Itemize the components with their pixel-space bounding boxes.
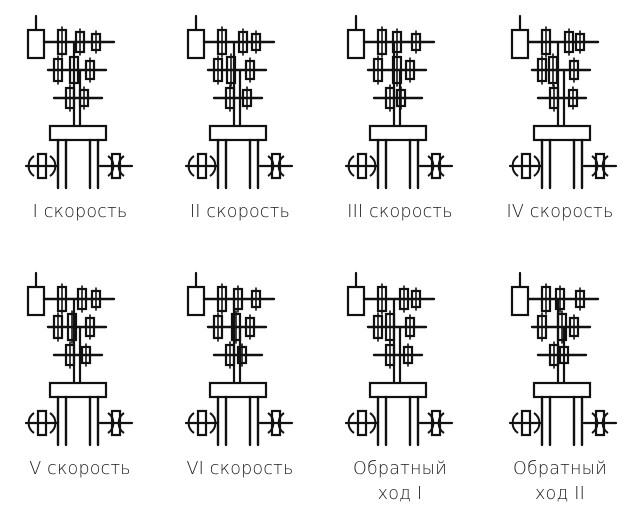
rotation-arrow xyxy=(49,412,57,434)
rotation-arrow xyxy=(117,412,125,434)
wheel-hub xyxy=(36,409,48,437)
wheel-hub xyxy=(270,409,282,437)
rotation-arrow xyxy=(591,155,599,177)
rotation-arrow xyxy=(107,412,115,434)
diagram-caption: Обратный ход I xyxy=(353,459,447,504)
wheel-hub xyxy=(110,409,122,437)
input-box xyxy=(510,28,530,60)
diagram-caption: Обратный ход II xyxy=(513,459,607,504)
rotation-arrow xyxy=(27,155,35,177)
diagram-speed-3: III скорость xyxy=(320,0,480,245)
wheel-hub xyxy=(196,152,208,180)
axle-housing xyxy=(368,124,428,142)
rotation-arrow xyxy=(209,412,217,434)
wheel-hub xyxy=(594,409,606,437)
rotation-arrow xyxy=(437,155,445,177)
rotation-arrow xyxy=(267,155,275,177)
diagram-speed-5: V скорость xyxy=(0,245,160,510)
input-box xyxy=(346,285,366,317)
wheel-hub xyxy=(430,152,442,180)
rotation-arrow xyxy=(511,412,519,434)
input-box xyxy=(346,28,366,60)
rotation-arrow xyxy=(267,412,275,434)
rotation-arrow xyxy=(601,155,609,177)
rotation-arrow xyxy=(187,412,195,434)
diagram-speed-4: IV скорость xyxy=(480,0,640,245)
wheel-hub xyxy=(594,152,606,180)
rotation-arrow xyxy=(369,155,377,177)
diagram-speed-1: I скорость xyxy=(0,0,160,245)
wheel-hub xyxy=(520,152,532,180)
wheel-hub xyxy=(196,409,208,437)
diagram-caption: VI скорость xyxy=(186,459,294,479)
rotation-arrow xyxy=(117,155,125,177)
rotation-arrow xyxy=(209,155,217,177)
diagram-caption: I скорость xyxy=(32,202,128,222)
wheel-hub xyxy=(36,152,48,180)
rotation-arrow xyxy=(277,155,285,177)
wheel-hub xyxy=(356,152,368,180)
gearbox-scheme-image xyxy=(344,271,454,447)
input-box xyxy=(186,285,206,317)
rotation-arrow xyxy=(347,412,355,434)
diagram-reverse-1: Обратный ход I xyxy=(320,245,480,510)
diagram-caption: III скорость xyxy=(347,202,453,222)
axle-housing xyxy=(48,124,108,142)
gearbox-scheme-image xyxy=(184,14,294,190)
rotation-arrow xyxy=(347,155,355,177)
rotation-arrow xyxy=(427,412,435,434)
wheel-hub xyxy=(430,409,442,437)
rotation-arrow xyxy=(369,412,377,434)
axle-housing xyxy=(532,381,592,399)
rotation-arrow xyxy=(533,155,541,177)
wheel-hub xyxy=(520,409,532,437)
gearbox-scheme-image xyxy=(508,14,618,190)
rotation-arrow xyxy=(49,155,57,177)
rotation-arrow xyxy=(107,155,115,177)
input-box xyxy=(26,285,46,317)
diagram-speed-6: VI скорость xyxy=(160,245,320,510)
rotation-arrow xyxy=(187,155,195,177)
wheel-hub xyxy=(110,152,122,180)
input-box xyxy=(26,28,46,60)
rotation-arrow xyxy=(591,412,599,434)
rotation-arrow xyxy=(601,412,609,434)
rotation-arrow xyxy=(533,412,541,434)
gearbox-scheme-image xyxy=(344,14,454,190)
input-box xyxy=(186,28,206,60)
rotation-arrow xyxy=(437,412,445,434)
gearbox-scheme-image xyxy=(24,271,134,447)
diagram-caption: II скорость xyxy=(189,202,291,222)
wheel-hub xyxy=(270,152,282,180)
rotation-arrow xyxy=(277,412,285,434)
diagram-reverse-2: Обратный ход II xyxy=(480,245,640,510)
gearbox-scheme-image xyxy=(508,271,618,447)
rotation-arrow xyxy=(27,412,35,434)
gearbox-scheme-image xyxy=(184,271,294,447)
wheel-hub xyxy=(356,409,368,437)
diagram-speed-2: II скорость xyxy=(160,0,320,245)
rotation-arrow xyxy=(511,155,519,177)
axle-housing xyxy=(208,381,268,399)
input-box xyxy=(510,285,530,317)
axle-housing xyxy=(368,381,428,399)
gearbox-scheme-image xyxy=(24,14,134,190)
diagram-caption: IV скорость xyxy=(506,202,614,222)
diagram-caption: V скорость xyxy=(29,459,131,479)
axle-housing xyxy=(208,124,268,142)
rotation-arrow xyxy=(427,155,435,177)
axle-housing xyxy=(532,124,592,142)
axle-housing xyxy=(48,381,108,399)
